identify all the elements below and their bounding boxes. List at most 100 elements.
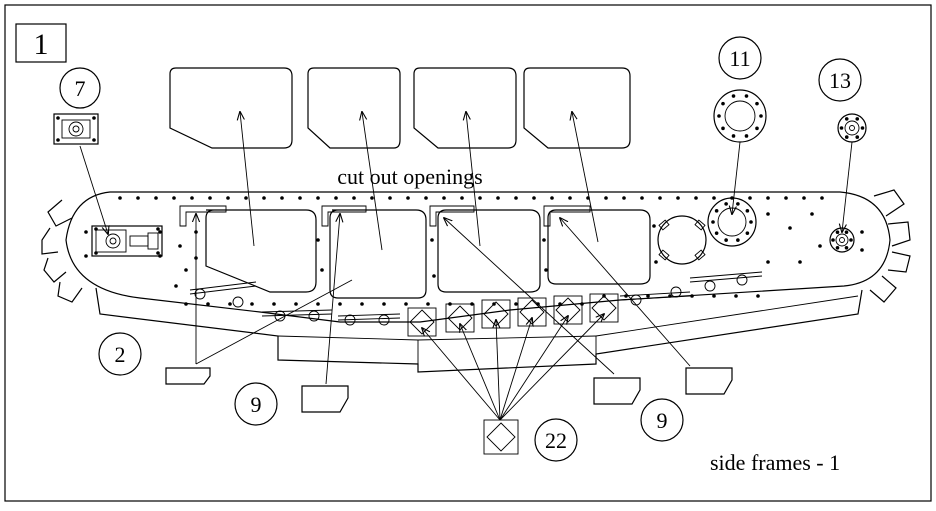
bolt-hole (855, 135, 860, 139)
bolt-hole (334, 196, 338, 200)
bolt-hole (320, 268, 324, 272)
bolt-hole (646, 294, 650, 298)
bolt-hole (178, 244, 182, 248)
drawing-border (4, 4, 932, 502)
bolt-hole (360, 302, 364, 306)
bolt-hole (676, 196, 680, 200)
bolt-hole (756, 294, 760, 298)
bolt-hole (844, 135, 849, 139)
callout-11: 11 (718, 36, 762, 80)
bolt-hole (658, 196, 662, 200)
bolt-hole (190, 196, 194, 200)
bolt-hole (844, 245, 849, 250)
bolt-hole (690, 294, 694, 298)
cut-out-panels (169, 67, 631, 149)
bolt-hole (736, 238, 740, 242)
callout-9-left-label: 9 (251, 392, 262, 417)
bolt-hole (820, 196, 824, 200)
figure-caption: side frames - 1 (710, 450, 840, 475)
bolt-hole (766, 196, 770, 200)
bolt-hole (668, 294, 672, 298)
bolt-hole (714, 209, 719, 213)
bolt-hole (860, 230, 864, 234)
bolt-hole (432, 274, 436, 278)
bolt-hole (158, 230, 162, 234)
bolt-hole (580, 302, 584, 306)
bolt-hole (536, 302, 540, 306)
octagon-plate (657, 215, 707, 265)
callout-9-right: 9 (640, 398, 684, 442)
bolt-hole (849, 238, 853, 242)
callout-7-label: 7 (75, 76, 86, 101)
bolt-hole (244, 196, 248, 200)
bolt-hole (184, 268, 188, 272)
bolt-hole (156, 227, 160, 231)
bolt-hole (272, 302, 276, 306)
bolt-hole (136, 196, 140, 200)
bolt-hole (730, 196, 734, 200)
bolt-hole (84, 254, 88, 258)
bolt-hole (802, 196, 806, 200)
bolt-hole (714, 231, 719, 235)
bolt-hole (492, 302, 496, 306)
bolt-hole (755, 101, 759, 106)
right-sprocket-teeth (869, 189, 911, 303)
bolt-hole (382, 302, 386, 306)
bolt-hole (532, 196, 536, 200)
bolt-hole (586, 196, 590, 200)
bolt-hole (262, 196, 266, 200)
bolt-hole (654, 260, 658, 264)
bolt-hole (228, 302, 232, 306)
bolt-hole (550, 196, 554, 200)
bolt-hole (712, 294, 716, 298)
bolt-hole (118, 196, 122, 200)
bolt-hole (755, 126, 759, 131)
flange-11-detail (713, 89, 767, 143)
bolt-hole (640, 196, 644, 200)
component-7-detail (53, 113, 99, 145)
skirt-plates (95, 287, 863, 373)
bolt-hole (748, 196, 752, 200)
bolt-hole (835, 245, 840, 250)
bolt-hole (624, 294, 628, 298)
bolt-hole (194, 256, 198, 260)
bolt-hole (721, 126, 725, 131)
bolt-hole (404, 302, 408, 306)
bolt-hole (602, 294, 606, 298)
callout-9-left: 9 (234, 382, 278, 426)
bolt-hole (744, 94, 749, 98)
bolt-hole (298, 196, 302, 200)
bolt-hole (430, 238, 434, 242)
bolt-hole (810, 212, 814, 216)
bolt-hole (460, 196, 464, 200)
bolt-hole (94, 227, 98, 231)
bolt-hole (514, 302, 518, 306)
bolt-hole (604, 196, 608, 200)
callout-13: 13 (818, 58, 862, 102)
bolt-hole (470, 302, 474, 306)
bolt-hole (338, 302, 342, 306)
bolt-hole (766, 260, 770, 264)
openings-label: cut out openings (337, 164, 482, 189)
bolt-hole (370, 196, 374, 200)
leader-arrows (79, 112, 853, 421)
bolt-hole (442, 196, 446, 200)
bolt-hole (860, 248, 864, 252)
bolt-hole (721, 101, 725, 106)
bolt-hole (788, 226, 792, 230)
bolt-hole (558, 302, 562, 306)
bolt-hole (352, 196, 356, 200)
bolt-hole (717, 114, 721, 118)
bolt-hole (622, 196, 626, 200)
left-sprocket-teeth (41, 199, 83, 303)
bolt-hole (724, 238, 728, 242)
callout-2: 2 (98, 332, 142, 376)
bolt-hole (172, 196, 176, 200)
bolt-hole (724, 202, 728, 206)
callout-2-label: 2 (115, 342, 126, 367)
bolt-hole (56, 116, 60, 120)
bolt-hole (154, 196, 158, 200)
bolt-hole (496, 196, 500, 200)
bolt-hole (226, 196, 230, 200)
